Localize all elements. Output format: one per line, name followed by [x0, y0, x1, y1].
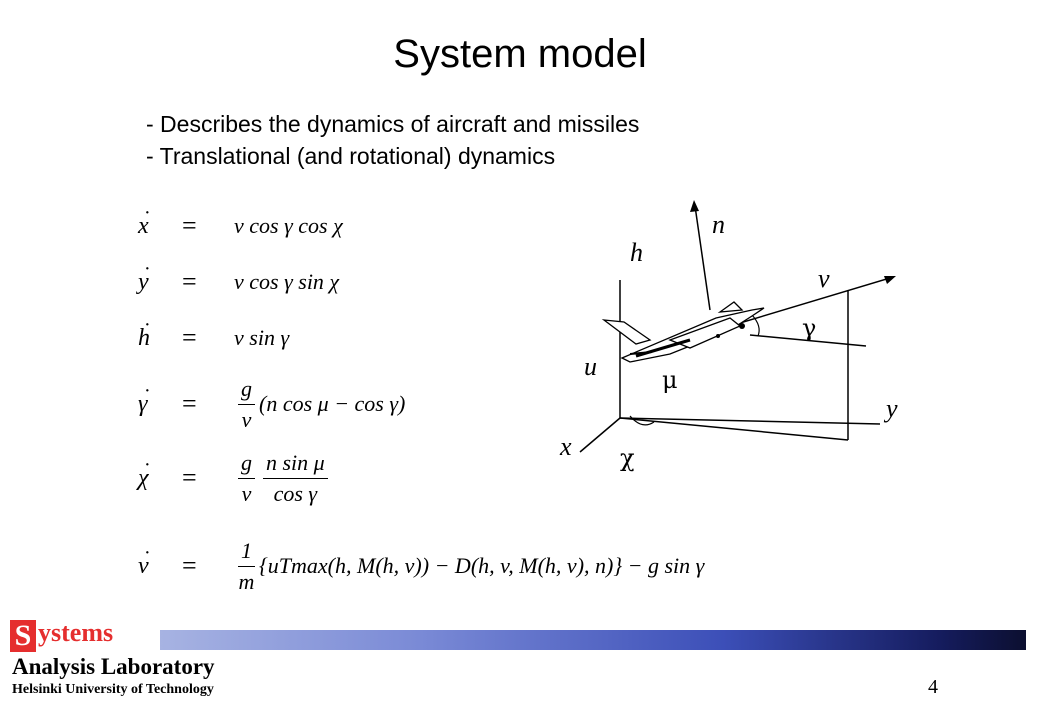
- equation-rhs: 1 m {uTmax(h, M(h, v)) − D(h, v, M(h, v)…: [238, 537, 705, 594]
- bullet-item: - Translational (and rotational) dynamic…: [146, 143, 556, 169]
- fraction: g v: [238, 450, 255, 507]
- logo-initial: S: [10, 620, 36, 652]
- x-axis: [579, 417, 621, 453]
- equation-gamma: ·γ = g v (n cos μ − cos γ): [138, 376, 405, 432]
- label-y: y: [886, 394, 898, 423]
- equals-sign: =: [182, 551, 197, 580]
- equation-lhs: ·y: [138, 257, 151, 295]
- equation-lhs: ·γ: [138, 379, 151, 417]
- fraction: 1 m: [238, 537, 255, 594]
- normal-arrowhead: [690, 200, 699, 212]
- velocity-arrowhead: [884, 276, 896, 284]
- equation-lhs: ·v: [138, 541, 151, 579]
- fraction: g v: [238, 376, 255, 433]
- aircraft-icon: [601, 301, 765, 363]
- equation-x: ·x = v cos γ cos χ: [138, 201, 343, 246]
- horizontal-reference: [749, 334, 867, 347]
- equals-sign: =: [182, 389, 197, 418]
- equals-sign: =: [182, 267, 197, 296]
- y-axis: [619, 417, 881, 425]
- label-n: n: [712, 210, 725, 239]
- equation-rhs: g v n sin μ cos γ: [234, 450, 332, 507]
- label-chi: χ: [620, 444, 635, 472]
- slide-title: System model: [393, 32, 647, 76]
- logo-text: ystems: [38, 618, 114, 647]
- gamma-arc: [751, 314, 760, 337]
- aircraft-diagram-svg: [579, 200, 896, 453]
- university-name: Helsinki University of Technology: [12, 682, 214, 697]
- equation-lhs: ·x: [138, 201, 151, 239]
- equals-sign: =: [182, 211, 197, 240]
- label-u: u: [584, 352, 597, 381]
- label-mu: μ: [662, 366, 678, 394]
- equation-rhs: g v (n cos μ − cos γ): [234, 376, 405, 433]
- equation-lhs: ·h: [138, 313, 151, 351]
- label-v: v: [818, 264, 830, 293]
- footer-gradient-bar: [160, 630, 1026, 650]
- equals-sign: =: [182, 463, 197, 492]
- equation-rhs: v sin γ: [234, 325, 290, 350]
- page-number: 4: [928, 676, 938, 698]
- equation-y: ·y = v cos γ sin χ: [138, 257, 340, 302]
- aircraft-diagram: n h v γ u μ y x χ: [540, 190, 960, 500]
- chi-arc: [629, 415, 655, 426]
- normal-vector: [694, 205, 711, 311]
- equation-rhs: v cos γ sin χ: [234, 269, 340, 294]
- label-h: h: [630, 238, 643, 267]
- equation-v: ·v = 1 m {uTmax(h, M(h, v)) − D(h, v, M(…: [138, 534, 704, 598]
- equation-rhs: v cos γ cos χ: [234, 213, 343, 238]
- equation-chi: ·χ = g v n sin μ cos γ: [138, 448, 332, 508]
- fraction: n sin μ cos γ: [263, 450, 328, 507]
- equation-h: ·h = v sin γ: [138, 313, 290, 358]
- label-x: x: [560, 432, 572, 461]
- equation-block: ·x = v cos γ cos χ ·y = v cos γ sin χ ·h…: [138, 196, 958, 616]
- bullet-item: - Describes the dynamics of aircraft and…: [146, 111, 640, 137]
- bullet-list: - Describes the dynamics of aircraft and…: [146, 108, 639, 172]
- equals-sign: =: [182, 323, 197, 352]
- equation-lhs: ·χ: [138, 453, 151, 491]
- projection-line: [619, 417, 849, 441]
- lab-name: Analysis Laboratory: [12, 654, 215, 679]
- label-gamma: γ: [802, 314, 817, 342]
